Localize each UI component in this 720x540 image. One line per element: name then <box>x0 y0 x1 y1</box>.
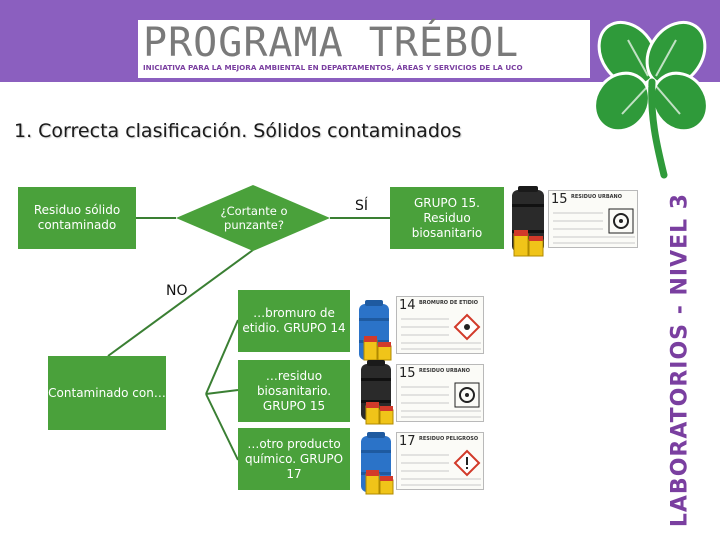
start-box-text: Residuo sólido contaminado <box>33 203 121 232</box>
brand-title: PROGRAMA TRÉBOL <box>143 20 520 66</box>
yes-result-text: GRUPO 15. Residuo biosanitario <box>411 195 483 240</box>
decision-text: ¿Cortante o punzante? <box>220 204 288 232</box>
sharps-bin-icon <box>365 402 394 425</box>
label-header: RESIDUO URBANO <box>571 194 622 200</box>
sharps-bin-icon <box>365 470 394 495</box>
option-text: …bromuro de etidio. GRUPO 14 <box>242 306 346 335</box>
clover-logo <box>593 20 709 179</box>
label-header: RESIDUO URBANO <box>419 368 470 374</box>
label-header: RESIDUO PELIGROSO <box>419 436 479 442</box>
waste-label-card: 15 RESIDUO URBANO <box>548 190 638 248</box>
decision-text-wrap: ¿Cortante o punzante? <box>206 202 302 234</box>
waste-label-card: 15 RESIDUO URBANO <box>396 364 484 422</box>
no-label: NO <box>166 283 188 299</box>
sharps-bin-icon <box>363 336 392 361</box>
option-text: …residuo biosanitario. GRUPO 15 <box>256 368 332 413</box>
brand-tagline: INICIATIVA PARA LA MEJORA AMBIENTAL EN D… <box>143 63 523 72</box>
label-number: 15 <box>399 366 416 381</box>
contaminated-text: Contaminado con… <box>48 385 166 400</box>
label-number: 14 <box>399 298 416 313</box>
label-header: BROMURO DE ETIDIO <box>419 300 479 306</box>
header-panel <box>138 20 590 78</box>
slide-title: 1. Correcta clasificación. Sólidos conta… <box>14 120 462 142</box>
option-text: …otro producto químico. GRUPO 17 <box>244 436 344 481</box>
waste-label-card: 14 BROMURO DE ETIDIO <box>396 296 484 354</box>
waste-label-card: 17 RESIDUO PELIGROSO <box>396 432 484 490</box>
start-box: Residuo sólido contaminado <box>18 187 136 249</box>
label-form-lines <box>401 313 481 350</box>
sharps-bin-icon <box>513 230 544 257</box>
label-form-lines <box>553 208 635 244</box>
contaminated-box: Contaminado con… <box>48 356 166 430</box>
yes-label: SÍ <box>355 198 369 214</box>
label-number: 17 <box>399 434 416 449</box>
option-box-chemical: …otro producto químico. GRUPO 17 <box>238 428 350 490</box>
label-number: 15 <box>551 192 568 207</box>
decision-diamond <box>176 185 330 251</box>
option-box-ethidium: …bromuro de etidio. GRUPO 14 <box>238 290 350 352</box>
option-box-biosanitary: …residuo biosanitario. GRUPO 15 <box>238 360 350 422</box>
label-form-lines <box>401 382 481 418</box>
label-form-lines <box>401 449 481 486</box>
yes-result-box: GRUPO 15. Residuo biosanitario <box>390 187 504 249</box>
